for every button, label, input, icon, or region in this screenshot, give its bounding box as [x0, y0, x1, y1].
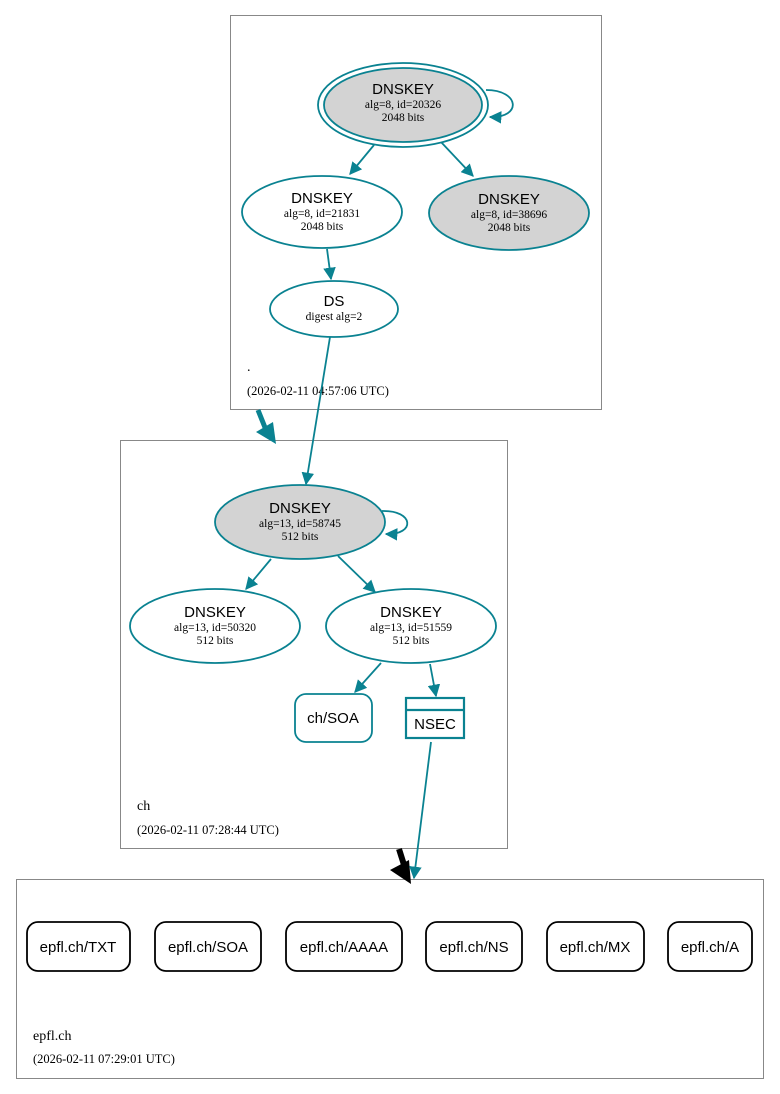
ch-zsk2-node[interactable]: DNSKEY alg=13, id=51559 512 bits [325, 588, 497, 664]
ch-zsk2-params: alg=13, id=51559 [370, 622, 452, 634]
epfl-record-aaaa[interactable]: epfl.ch/AAAA [285, 921, 403, 972]
edge-root-ksk-to-standby [440, 141, 474, 177]
edge-root-zsk-to-ds [323, 248, 336, 281]
zone-epfl-name: epfl.ch [33, 1029, 71, 1044]
ch-nsec-node[interactable]: NSEC [404, 696, 466, 740]
root-zsk-params: alg=8, id=21831 [284, 208, 360, 220]
root-standby-params: alg=8, id=38696 [471, 209, 547, 221]
ch-nsec-label: NSEC [414, 716, 456, 733]
root-standby-type: DNSKEY [478, 191, 540, 208]
edge-root-ksk-to-zsk [349, 144, 375, 175]
root-zsk-type: DNSKEY [291, 190, 353, 207]
epfl-record-mx-label: epfl.ch/MX [560, 939, 631, 956]
delegation-root-to-ch-head [256, 422, 276, 444]
delegation-root-to-ch [255, 409, 269, 431]
epfl-record-ns-label: epfl.ch/NS [439, 939, 508, 956]
ch-zsk1-type: DNSKEY [184, 604, 246, 621]
zone-ch-timestamp: (2026-02-11 07:28:44 UTC) [137, 823, 279, 837]
ch-zsk1-node[interactable]: DNSKEY alg=13, id=50320 512 bits [129, 588, 301, 664]
epfl-record-txt-label: epfl.ch/TXT [40, 939, 117, 956]
ch-zsk2-bits: 512 bits [393, 635, 430, 647]
ch-zsk1-bits: 512 bits [197, 635, 234, 647]
epfl-record-txt[interactable]: epfl.ch/TXT [26, 921, 131, 972]
ch-zsk2-type: DNSKEY [380, 604, 442, 621]
epfl-record-aaaa-label: epfl.ch/AAAA [300, 939, 388, 956]
root-ksk-self-edge [485, 89, 514, 124]
root-ds-type: DS [324, 293, 345, 310]
ch-ksk-node[interactable]: DNSKEY alg=13, id=58745 512 bits [214, 484, 386, 560]
epfl-record-a-label: epfl.ch/A [681, 939, 739, 956]
edge-ch-zsk2-to-soa [354, 662, 382, 693]
root-ds-params: digest alg=2 [306, 311, 363, 323]
zone-epfl-timestamp: (2026-02-11 07:29:01 UTC) [33, 1052, 175, 1066]
epfl-record-a[interactable]: epfl.ch/A [667, 921, 753, 972]
epfl-record-mx[interactable]: epfl.ch/MX [546, 921, 645, 972]
zone-root-timestamp: (2026-02-11 04:57:06 UTC) [247, 384, 389, 398]
ch-ksk-bits: 512 bits [282, 531, 319, 543]
ch-soa-node[interactable]: ch/SOA [294, 693, 373, 743]
edge-ds-to-ch-ksk [301, 336, 331, 486]
root-zsk-node[interactable]: DNSKEY alg=8, id=21831 2048 bits [241, 175, 403, 249]
epfl-record-soa-label: epfl.ch/SOA [168, 939, 248, 956]
zone-epfl-box [16, 879, 764, 1079]
root-zsk-bits: 2048 bits [301, 221, 344, 233]
root-ksk-params: alg=8, id=20326 [365, 99, 441, 111]
edge-ch-zsk2-to-nsec [427, 663, 441, 698]
zone-root-name: . [247, 360, 251, 375]
ch-ksk-self-edge [381, 510, 409, 541]
root-ksk-type: DNSKEY [372, 81, 434, 98]
root-ds-node[interactable]: DS digest alg=2 [269, 280, 399, 338]
epfl-record-ns[interactable]: epfl.ch/NS [425, 921, 523, 972]
ch-soa-label: ch/SOA [307, 710, 359, 727]
ch-ksk-type: DNSKEY [269, 500, 331, 517]
root-standby-bits: 2048 bits [488, 222, 531, 234]
edge-ch-ksk-to-zsk2 [337, 555, 376, 593]
root-standby-key-node[interactable]: DNSKEY alg=8, id=38696 2048 bits [428, 175, 590, 251]
ch-zsk1-params: alg=13, id=50320 [174, 622, 256, 634]
root-ksk-node[interactable]: DNSKEY alg=8, id=20326 2048 bits [317, 62, 489, 148]
edge-nsec-to-epfl [409, 741, 432, 880]
delegation-ch-to-epfl-head [390, 860, 411, 884]
edge-ch-ksk-to-zsk1 [245, 558, 272, 590]
epfl-record-soa[interactable]: epfl.ch/SOA [154, 921, 262, 972]
root-ksk-bits: 2048 bits [382, 112, 425, 124]
ch-ksk-params: alg=13, id=58745 [259, 518, 341, 530]
zone-ch-name: ch [137, 799, 150, 814]
